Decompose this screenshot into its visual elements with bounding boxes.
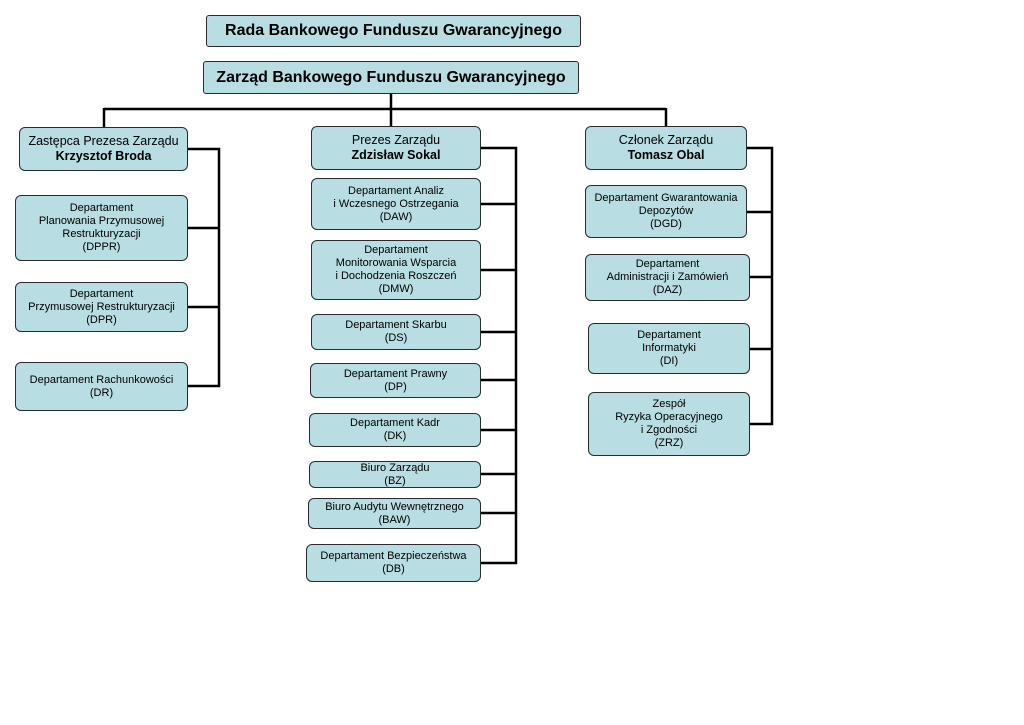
unit-label-line: (DPR) bbox=[86, 313, 117, 326]
unit-label-line: Informatyki bbox=[642, 342, 696, 354]
unit-box[interactable]: Departament Bezpieczeństwa(DB) bbox=[306, 544, 481, 582]
unit-label-line: (ZRZ) bbox=[654, 437, 684, 449]
unit-label-line: (DB) bbox=[382, 563, 405, 575]
unit-box[interactable]: Departament Kadr(DK) bbox=[309, 413, 481, 447]
zarzad-box[interactable]: Zarząd Bankowego Funduszu Gwarancyjnego bbox=[203, 61, 579, 94]
head-role: Członek Zarządu bbox=[618, 133, 714, 147]
unit-label-line: (BAW) bbox=[378, 513, 411, 526]
unit-label-line: Restrukturyzacji bbox=[62, 228, 141, 240]
unit-label-line: Administracji i Zamówień bbox=[606, 271, 729, 283]
head-name: Zdzisław Sokal bbox=[351, 148, 441, 162]
unit-label-line: (DPPR) bbox=[82, 241, 121, 253]
unit-label-line: Ryzyka Operacyjnego bbox=[615, 411, 723, 423]
unit-label-line: Departament Skarbu bbox=[345, 319, 447, 331]
unit-label-line: (DP) bbox=[384, 380, 407, 393]
unit-label-line: Departament bbox=[69, 202, 134, 214]
unit-label-line: Zespół bbox=[652, 398, 686, 410]
unit-label-line: Depozytów bbox=[638, 205, 694, 217]
unit-label-line: (DMW) bbox=[378, 283, 414, 295]
rada-label: Rada Bankowego Funduszu Gwarancyjnego bbox=[225, 22, 562, 39]
unit-label-line: Departament Gwarantowania bbox=[594, 192, 738, 204]
unit-label-line: (DI) bbox=[659, 355, 679, 367]
unit-box[interactable]: Departament Prawny(DP) bbox=[310, 363, 481, 398]
unit-label-line: Departament bbox=[637, 329, 701, 341]
unit-box[interactable]: Biuro Zarządu(BZ) bbox=[309, 461, 481, 488]
rada-box[interactable]: Rada Bankowego Funduszu Gwarancyjnego bbox=[206, 15, 581, 47]
zarzad-label: Zarząd Bankowego Funduszu Gwarancyjnego bbox=[216, 68, 566, 86]
unit-label-line: Departament bbox=[635, 258, 700, 270]
unit-label-line: (DAW) bbox=[379, 210, 413, 223]
spine-middle bbox=[481, 146, 518, 565]
unit-label-line: Departament Prawny bbox=[343, 367, 448, 380]
unit-label-line: i Dochodzenia Roszczeń bbox=[335, 270, 457, 282]
unit-label-line: (DGD) bbox=[650, 218, 682, 230]
head-name: Krzysztof Broda bbox=[55, 149, 152, 163]
unit-label-line: i Wczesnego Ostrzegania bbox=[333, 197, 459, 210]
unit-label-line: Biuro Audytu Wewnętrznego bbox=[325, 500, 464, 513]
head-name: Tomasz Obal bbox=[627, 148, 705, 162]
unit-label-line: Planowania Przymusowej bbox=[38, 215, 165, 227]
unit-label-line: Departament Bezpieczeństwa bbox=[320, 550, 467, 562]
unit-label-line: (BZ) bbox=[384, 474, 406, 487]
unit-box[interactable]: Biuro Audytu Wewnętrznego(BAW) bbox=[308, 498, 481, 529]
unit-label-line: (DR) bbox=[89, 386, 114, 399]
unit-label-line: i Zgodności bbox=[640, 424, 698, 436]
unit-label-line: (DAZ) bbox=[652, 284, 683, 296]
head-role: Prezes Zarządu bbox=[351, 133, 441, 147]
unit-label-line: Przymusowej Restrukturyzacji bbox=[28, 300, 175, 313]
head-role: Zastępca Prezesa Zarządu bbox=[28, 134, 179, 148]
unit-label-line: Departament bbox=[69, 287, 134, 300]
head-box-zastepca[interactable]: Zastępca Prezesa Zarządu Krzysztof Broda bbox=[19, 127, 188, 171]
spine-left bbox=[188, 147, 221, 388]
unit-box[interactable]: Departament Rachunkowości(DR) bbox=[15, 362, 188, 411]
head-box-prezes[interactable]: Prezes Zarządu Zdzisław Sokal bbox=[311, 126, 481, 170]
unit-label-line: Monitorowania Wsparcia bbox=[335, 257, 457, 269]
unit-label-line: (DS) bbox=[384, 332, 408, 344]
unit-label-line: Departament Rachunkowości bbox=[29, 373, 174, 386]
unit-label-line: Departament Kadr bbox=[350, 417, 440, 429]
head-box-czlonek[interactable]: Członek Zarządu Tomasz Obal bbox=[585, 126, 747, 170]
unit-label-line: Biuro Zarządu bbox=[360, 461, 430, 474]
unit-label-line: Departament Analiz bbox=[348, 184, 444, 197]
unit-box[interactable]: Departament Skarbu(DS) bbox=[311, 314, 481, 350]
spine-right bbox=[747, 146, 774, 426]
unit-label-line: (DK) bbox=[383, 430, 407, 442]
unit-label-line: Departament bbox=[364, 244, 428, 256]
